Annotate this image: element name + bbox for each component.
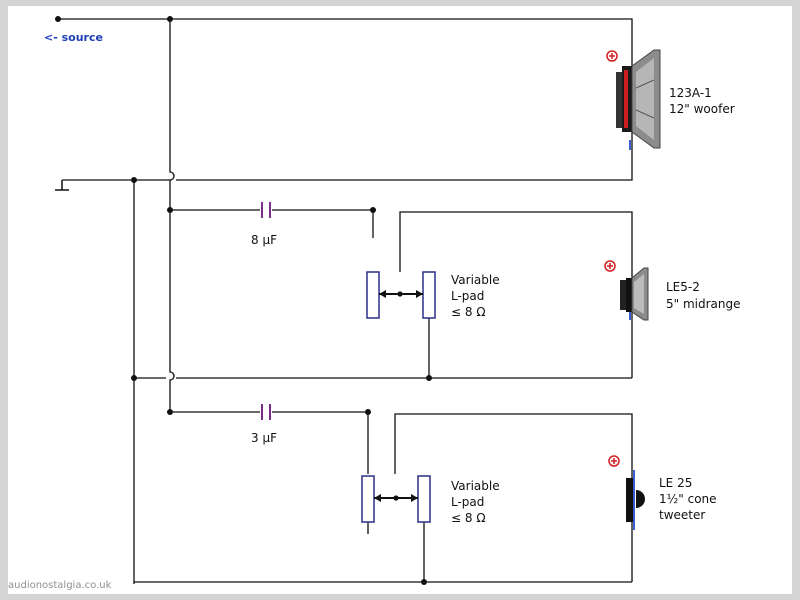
junction-dot (365, 409, 371, 415)
lpad-resistor (361, 475, 375, 523)
tweeter-polarity-icon (608, 455, 620, 467)
wiper-arrow (379, 290, 386, 298)
junction-dot (131, 177, 137, 183)
junction-dot (426, 375, 432, 381)
tweeter-model-label: LE 25 (659, 476, 693, 490)
junction-dot (167, 207, 173, 213)
tweeter-lpad (361, 475, 431, 523)
main-bus-left-vertical (169, 19, 175, 208)
midrange-model-label: LE5-2 (666, 280, 700, 294)
wiper-arrow (411, 494, 418, 502)
junction-dot (167, 409, 173, 415)
lpad-resistor (417, 475, 431, 523)
midrange-polarity-icon (604, 260, 616, 272)
junction-dots (55, 16, 432, 585)
junction-dot (167, 16, 173, 22)
tweeter-desc-label-2: tweeter (659, 508, 706, 522)
tweet-lpad-label-1: Variable (451, 479, 500, 493)
mid-lpad-label-3: ≤ 8 Ω (451, 305, 486, 319)
lpad-resistor (366, 271, 380, 319)
woofer-top-wire (58, 18, 633, 172)
source-terminal-dot (55, 16, 61, 22)
mid-lpad-label-2: L-pad (451, 289, 485, 303)
woofer-desc-label: 12" woofer (669, 102, 735, 116)
woofer-model-label: 123A-1 (669, 86, 712, 100)
ground-symbol (55, 180, 69, 191)
junction-dot (421, 579, 427, 585)
wiring (58, 18, 633, 584)
schematic-paper (8, 6, 792, 594)
woofer-bottom-wire (176, 172, 633, 181)
wiper-arrow (416, 290, 423, 298)
cap-8uf-label: 8 µF (251, 233, 277, 247)
capacitor-3uf (261, 404, 271, 420)
mid-bus-continue (169, 210, 175, 412)
junction-dot (131, 375, 137, 381)
midrange-lpad (366, 271, 436, 319)
watermark: audionostalgia.co.uk (8, 580, 112, 591)
junction-dot (370, 207, 376, 213)
midrange-desc-label: 5" midrange (666, 297, 741, 311)
tweet-lpad-label-3: ≤ 8 Ω (451, 511, 486, 525)
midrange-speaker-icon (620, 267, 649, 321)
cap-3uf-label: 3 µF (251, 431, 277, 445)
capacitor-8uf (261, 202, 271, 218)
tweeter-desc-label-1: 1½" cone (659, 492, 717, 506)
mid-lpad-label-1: Variable (451, 273, 500, 287)
woofer-speaker-icon (616, 49, 661, 150)
lpad-resistor (422, 271, 436, 319)
wiper-arrow (374, 494, 381, 502)
tweet-lpad-label-2: L-pad (451, 495, 485, 509)
source-label: <- source (44, 31, 103, 44)
tweeter-speaker-icon (626, 470, 645, 530)
woofer-polarity-icon (606, 50, 618, 62)
